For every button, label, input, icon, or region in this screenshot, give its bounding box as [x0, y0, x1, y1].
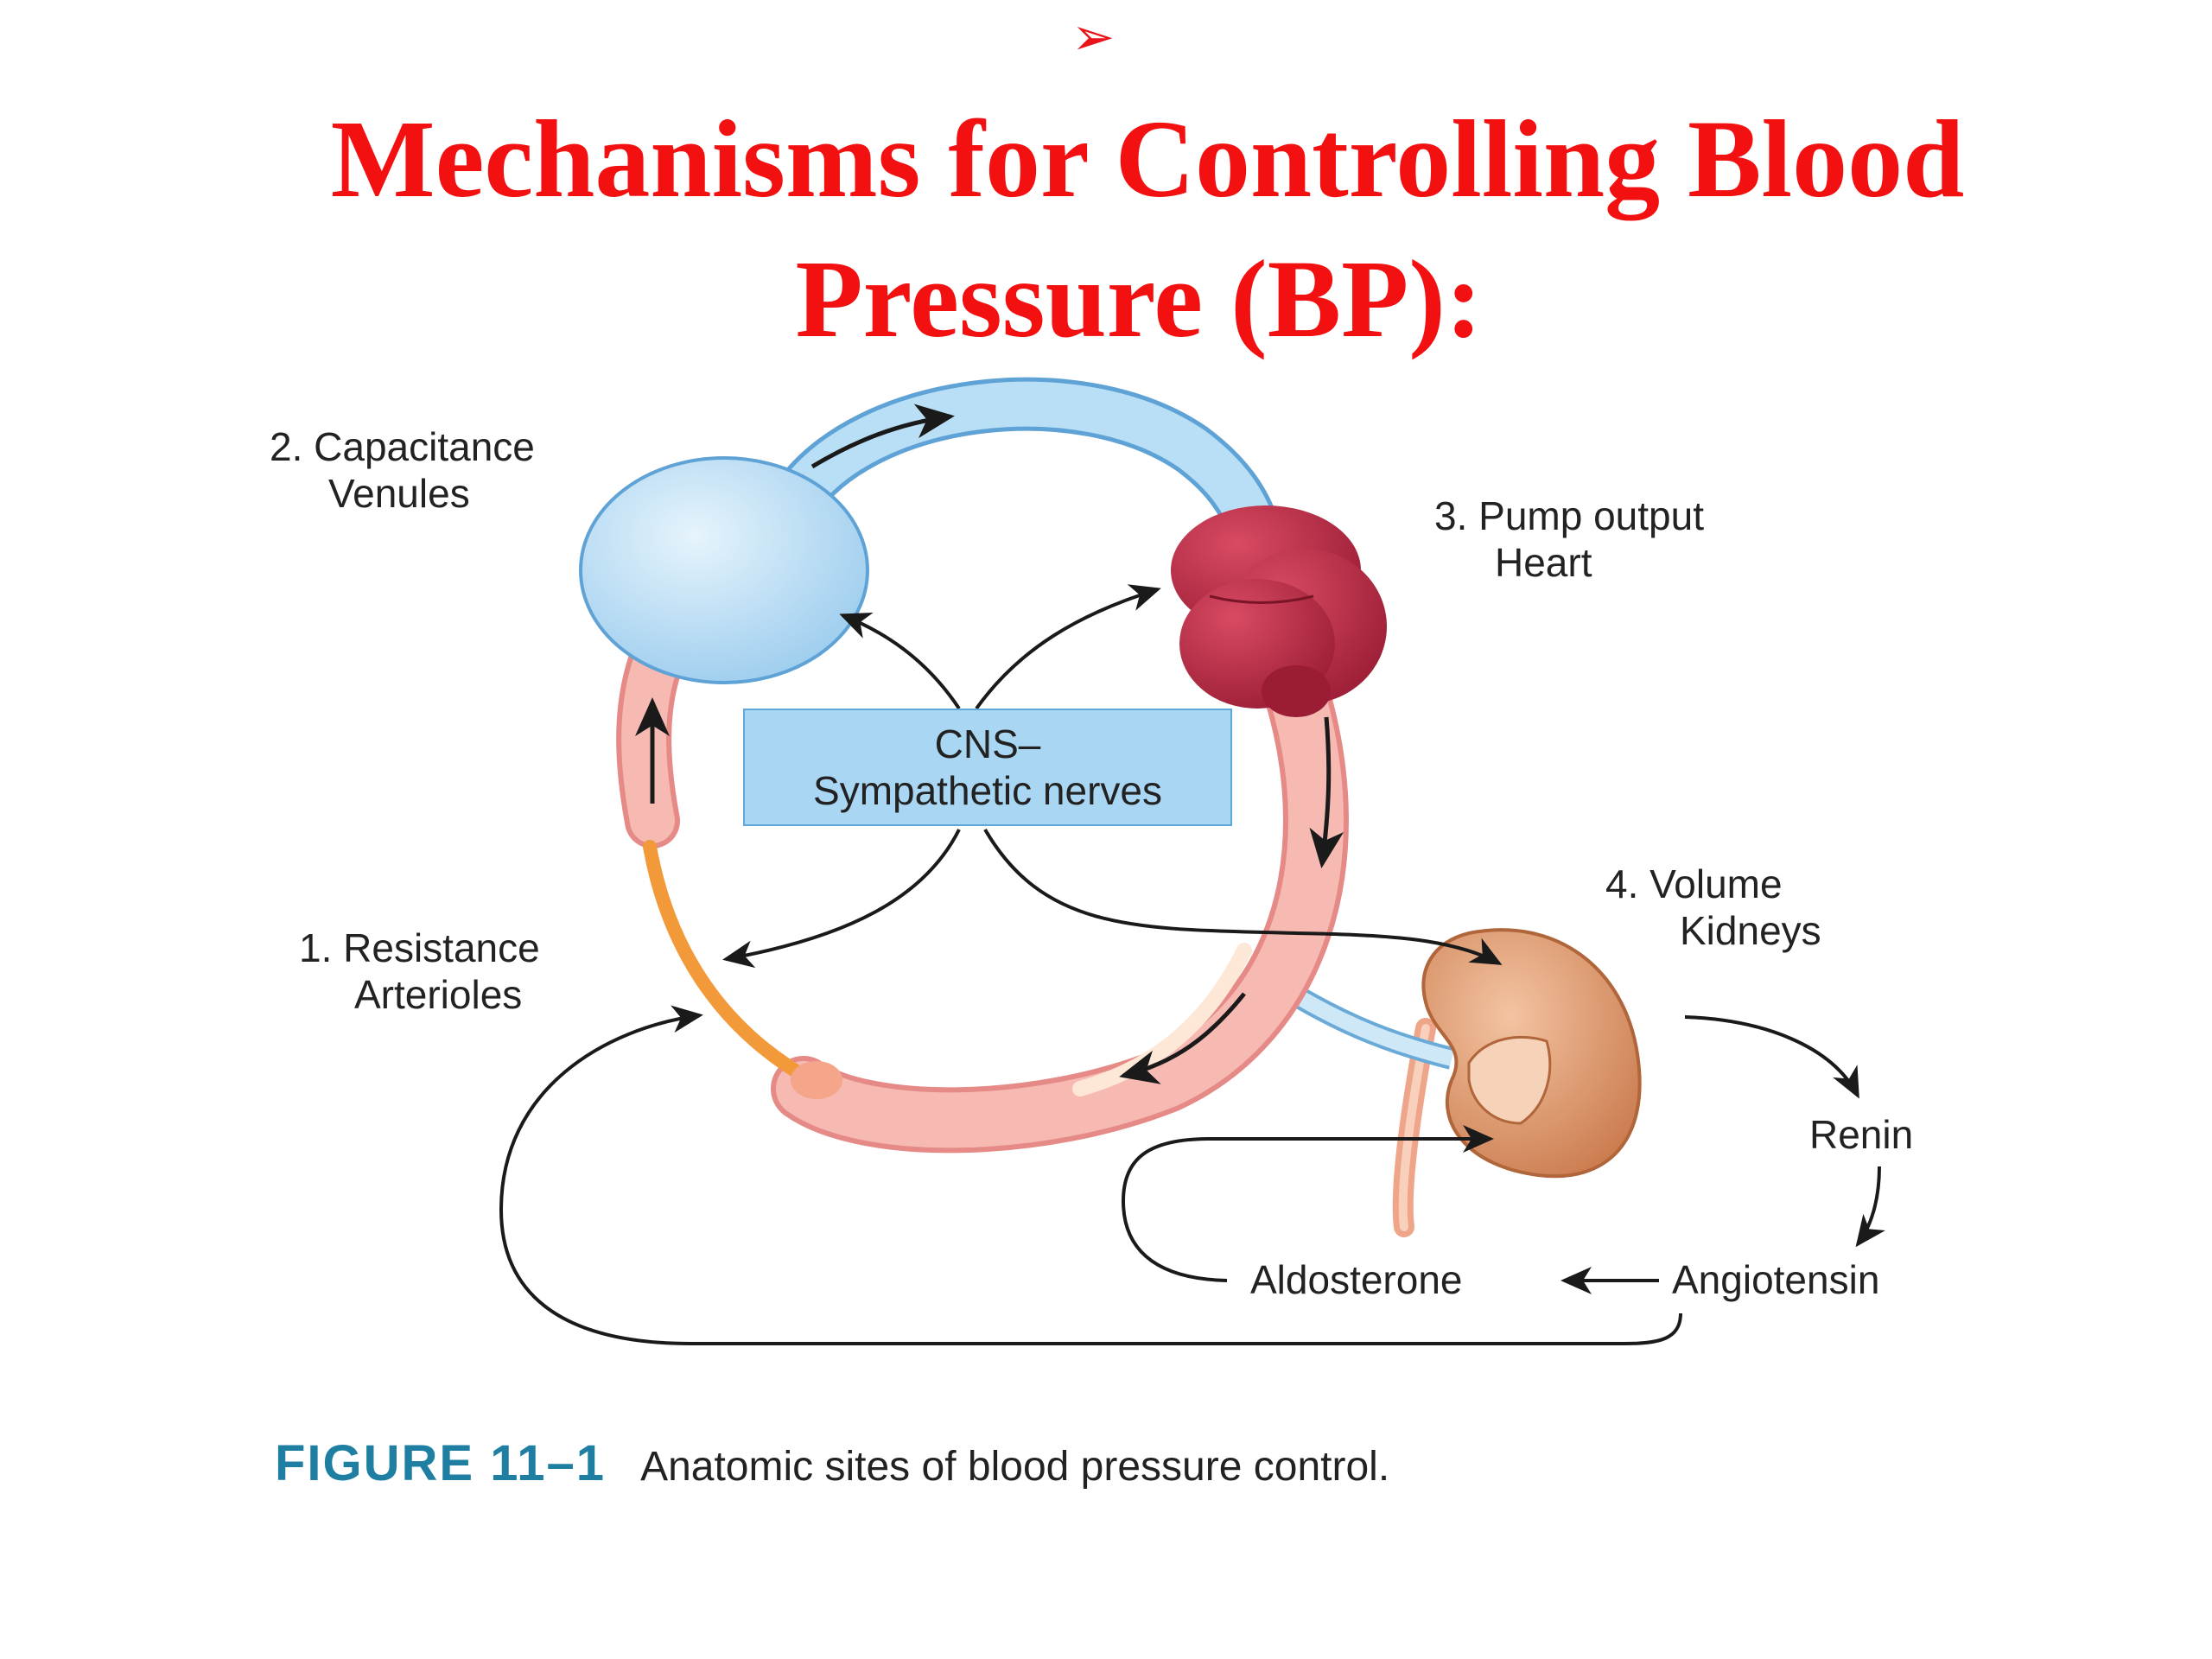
flow-arrow-artery-bottom: [1119, 992, 1246, 1084]
flow-arrow-artery-down: [1309, 716, 1344, 868]
renal-vein-fill: [1274, 978, 1454, 1066]
slide-title-line2: Pressure (BP):: [795, 238, 1483, 360]
venules-sphere: [579, 456, 869, 684]
arteriole-vessel: [643, 840, 810, 1083]
figure-caption: FIGURE 11–1 Anatomic sites of blood press…: [275, 1434, 1389, 1492]
cns-arrow-heart: [975, 584, 1161, 710]
label-aldosterone: Aldosterone: [1250, 1257, 1463, 1302]
label-resistance: 1. Resistance Arterioles: [299, 925, 540, 1017]
ureter-highlight: [1398, 1024, 1430, 1231]
flow-arrow-vein: [810, 404, 955, 469]
label-renin: Renin: [1809, 1112, 1914, 1157]
kidney-icon: [1421, 928, 1642, 1179]
heart-icon: [1171, 505, 1387, 717]
renin-to-angiotensin-arrow: [1855, 1166, 1885, 1248]
aldosterone-to-kidney-arrow: [1121, 1125, 1494, 1282]
cns-arrow-venules: [839, 613, 961, 710]
label-angiotensin: Angiotensin: [1672, 1257, 1880, 1302]
arteriole-junction: [791, 1061, 842, 1099]
bullet-arrow-icon: ➢: [1071, 7, 1116, 67]
slide-title-line1: Mechanisms for Controlling Blood: [330, 98, 1965, 220]
vein-vessel-fill: [772, 381, 1275, 550]
kidney-to-renin-arrow: [1684, 1015, 1859, 1099]
label-volume: 4. Volume Kidneys: [1605, 861, 1821, 953]
label-capacitance: 2. Capacitance Venules: [270, 424, 535, 516]
cns-sympathetic-box: CNS– Sympathetic nerves: [743, 709, 1232, 826]
artery-highlight: [1072, 943, 1252, 1096]
label-pump: 3. Pump output Heart: [1434, 493, 1704, 585]
angiotensin-to-arterioles-arrow: [499, 1005, 1682, 1345]
cns-arrow-arterioles: [722, 829, 961, 969]
figure-number: FIGURE 11–1: [275, 1435, 607, 1491]
figure-caption-text: Anatomic sites of blood pressure control…: [640, 1444, 1390, 1490]
cns-arrow-kidneys: [983, 828, 1503, 965]
